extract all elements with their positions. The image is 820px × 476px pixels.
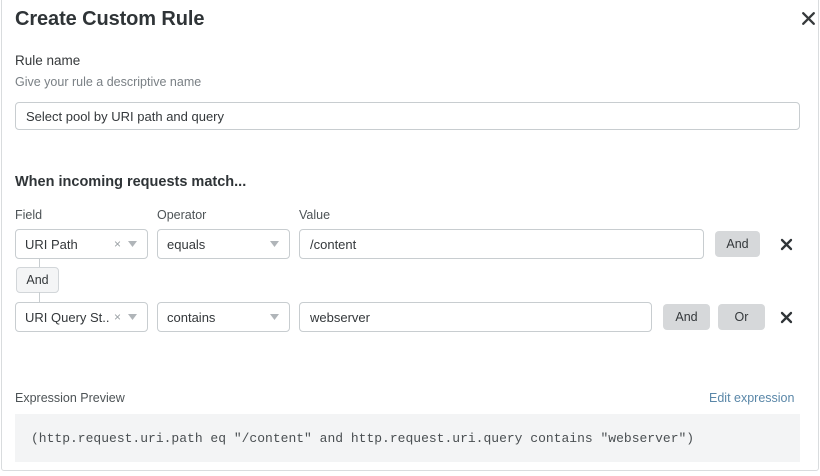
chevron-down-icon[interactable]	[270, 314, 279, 320]
clear-icon[interactable]: ×	[113, 237, 121, 251]
connector-line-top	[39, 259, 40, 269]
column-header-operator: Operator	[157, 208, 207, 222]
page-title: Create Custom Rule	[15, 8, 205, 30]
column-header-field: Field	[15, 208, 43, 222]
clear-icon[interactable]: ×	[113, 310, 121, 324]
or-button-2[interactable]: Or	[718, 304, 765, 330]
expression-preview-box: (http.request.uri.path eq "/content" and…	[15, 414, 800, 462]
chevron-down-icon[interactable]	[128, 241, 137, 247]
expression-preview-label: Expression Preview	[15, 391, 125, 405]
and-button-2[interactable]: And	[663, 304, 710, 330]
field-select-1[interactable]: URI Path ×	[15, 229, 148, 259]
rule-name-input[interactable]	[15, 102, 800, 130]
field-select-value-2: URI Query St...	[25, 309, 110, 325]
condition-row: URI Path × equals And	[2, 229, 818, 259]
column-header-value: Value	[299, 208, 331, 222]
match-section-heading: When incoming requests match...	[15, 174, 247, 190]
connector-line-bottom	[39, 292, 40, 302]
dialog-inner: Create Custom Rule Rule name Give your r…	[2, 1, 818, 467]
operator-select-2[interactable]: contains	[157, 302, 290, 332]
operator-select-1[interactable]: equals	[157, 229, 290, 259]
field-select-2[interactable]: URI Query St... ×	[15, 302, 148, 332]
remove-condition-button-1[interactable]	[775, 233, 797, 255]
condition-row: URI Query St... × contains And Or	[2, 302, 818, 332]
chevron-down-icon[interactable]	[270, 241, 279, 247]
and-button-1[interactable]: And	[715, 231, 760, 257]
value-input-2[interactable]	[299, 302, 652, 332]
group-and-badge[interactable]: And	[16, 267, 59, 293]
chevron-down-icon[interactable]	[128, 314, 137, 320]
remove-condition-button-2[interactable]	[775, 306, 797, 328]
edit-expression-link[interactable]: Edit expression	[709, 391, 795, 405]
close-icon[interactable]	[797, 7, 819, 29]
operator-select-value-2: contains	[167, 309, 216, 325]
rule-name-help-text: Give your rule a descriptive name	[15, 75, 202, 89]
value-input-1[interactable]	[299, 229, 704, 259]
operator-select-value-1: equals	[167, 236, 206, 252]
rule-name-label: Rule name	[15, 53, 81, 68]
expression-preview-text: (http.request.uri.path eq "/content" and…	[31, 430, 695, 446]
field-select-value-1: URI Path	[25, 236, 78, 252]
